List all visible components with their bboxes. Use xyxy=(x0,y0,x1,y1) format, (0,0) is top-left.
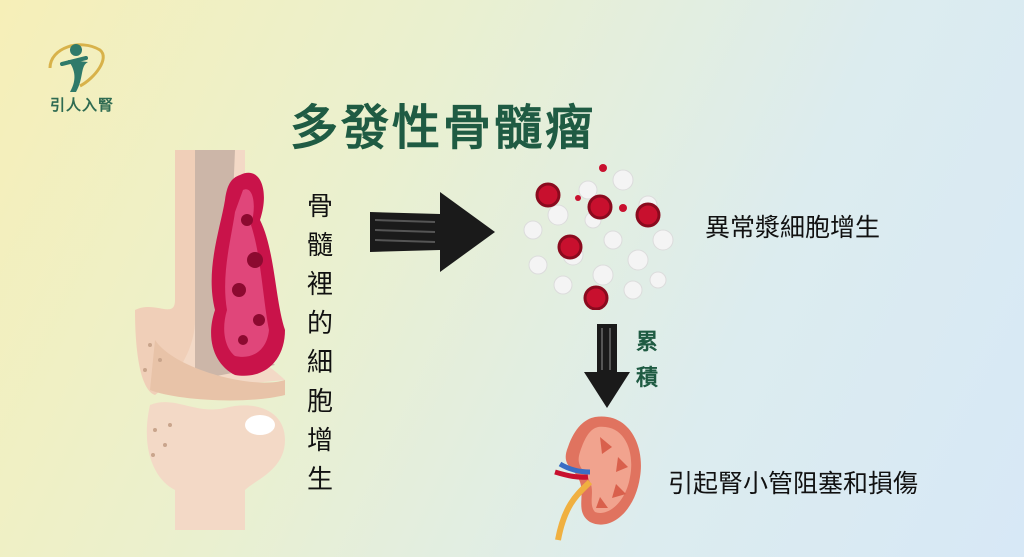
accumulate-char: 積 xyxy=(635,366,658,391)
caption-char: 細 xyxy=(306,348,333,378)
down-arrow-icon xyxy=(582,322,632,414)
page-title: 多發性骨髓瘤 xyxy=(290,100,597,156)
logo-text: 引人入腎 xyxy=(49,96,114,114)
kidney-damage-label: 引起腎小管阻塞和損傷 xyxy=(668,469,919,498)
caption-char: 增 xyxy=(306,426,333,456)
caption-char: 胞 xyxy=(306,387,333,417)
plasma-cells-illustration xyxy=(518,160,678,314)
caption-char: 骨 xyxy=(306,192,333,222)
kidney-illustration xyxy=(540,412,650,546)
caption-char: 髓 xyxy=(306,231,333,261)
logo xyxy=(40,38,120,118)
caption-char: 生 xyxy=(306,465,333,495)
accumulate-char: 累 xyxy=(635,330,658,355)
caption-char: 的 xyxy=(306,309,333,339)
accumulate-label: 累 積 xyxy=(632,325,662,397)
right-arrow-icon xyxy=(365,190,500,279)
bone-marrow-illustration xyxy=(135,150,315,530)
caption-char: 裡 xyxy=(306,270,333,300)
abnormal-cells-label: 異常漿細胞增生 xyxy=(705,213,881,242)
vertical-caption: 骨 髓 裡 的 細 胞 增 生 xyxy=(300,188,340,500)
